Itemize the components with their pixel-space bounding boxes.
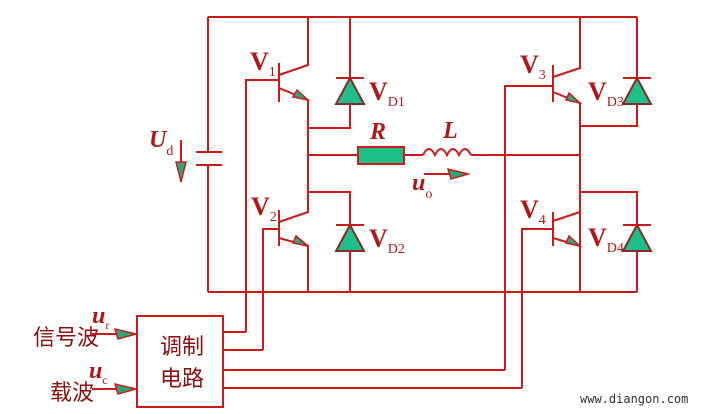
supply-voltage-arrow: [175, 140, 187, 183]
label-l: L: [442, 118, 458, 144]
diode-vd1: [308, 17, 366, 129]
signal-input-arrow: [92, 327, 137, 340]
label-vd4: VD4: [588, 223, 624, 256]
label-v3: V3: [520, 50, 546, 83]
signal-wave-label: 信号波: [33, 326, 99, 351]
transistor-v1: [245, 17, 311, 332]
modulator-label-line1: 调制: [160, 335, 204, 360]
diode-vd2: [308, 191, 366, 292]
label-v4: V4: [520, 195, 546, 228]
diode-vd4: [580, 191, 653, 292]
label-r: R: [369, 119, 386, 145]
label-uo: uo: [412, 170, 432, 202]
label-ur: ur: [92, 303, 109, 332]
label-v1: V1: [250, 47, 276, 80]
diode-vd3: [580, 17, 653, 127]
label-vd2: VD2: [369, 224, 405, 257]
modulator-label-line2: 电路: [160, 367, 204, 392]
label-uc: uc: [89, 358, 108, 387]
dc-capacitor: [196, 151, 222, 166]
watermark: www.diangon.com: [580, 392, 688, 406]
resistor-r: [357, 146, 405, 165]
label-v2: V2: [251, 192, 277, 225]
modulator-box: [136, 315, 224, 408]
label-vd1: VD1: [369, 77, 405, 110]
carrier-wave-label: 载波: [50, 381, 94, 406]
label-ud: Ud: [149, 127, 173, 159]
inductor-l: [422, 148, 472, 158]
transistor-v3: [504, 17, 583, 370]
carrier-input-arrow: [92, 382, 137, 395]
output-voltage-arrow: [424, 167, 471, 180]
label-vd3: VD3: [588, 77, 624, 110]
transistor-v2: [262, 155, 309, 350]
transistor-v4: [521, 211, 583, 388]
